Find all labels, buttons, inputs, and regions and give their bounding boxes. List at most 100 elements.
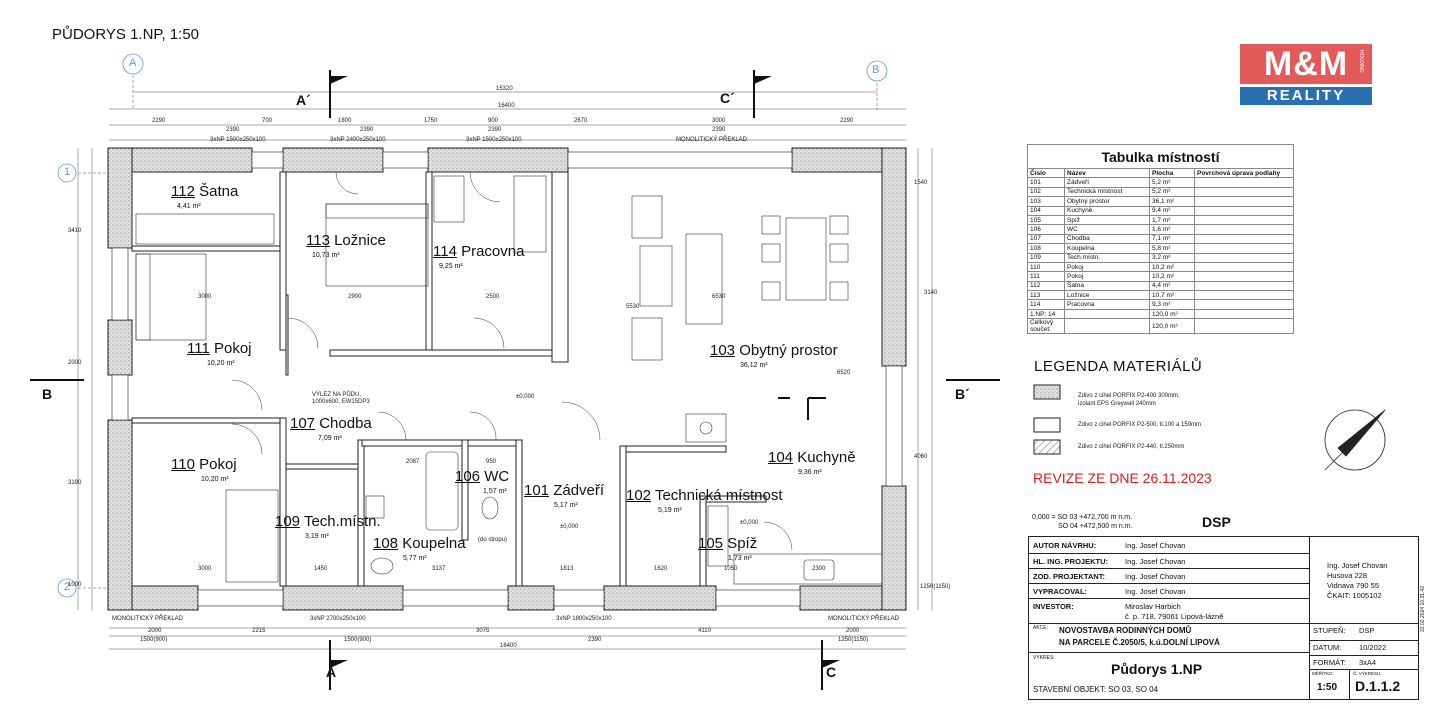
- section-mark-c-top: C´: [720, 90, 735, 106]
- dim-int-1: 3000: [198, 294, 212, 300]
- opening-top-2: 3xNP 2400x250x100: [330, 137, 386, 143]
- room-table-cell: [1194, 280, 1294, 292]
- title-block: AUTOR NÁVRHU: Ing. Josef Chovan HL. ING.…: [1028, 536, 1419, 700]
- dim-top-3: 1800: [338, 118, 352, 124]
- tb-inv-label: INVESTOR:: [1033, 602, 1074, 611]
- room-table-cell: 7,1 m²: [1149, 233, 1195, 245]
- north-arrow: [1324, 409, 1386, 471]
- mm-reality-logo: M&M REALITY HOLDING: [1240, 44, 1372, 106]
- opening-top-3: 3xNP 1500x250x100: [466, 137, 522, 143]
- opening-bottom-2: 3xNP 2700x250x100: [310, 616, 366, 622]
- sheet-title: PŮDORYS 1.NP, 1:50: [52, 26, 200, 43]
- opening-bottom-1: MONOLITICKÝ PŘEKLAD: [112, 616, 184, 622]
- dim-int-15: 6520: [837, 370, 851, 376]
- dim-left-3: 3190: [68, 480, 82, 486]
- room-table-cell: [1194, 252, 1294, 263]
- tb-inv-1: Miroslav Harbich: [1125, 602, 1181, 611]
- room-table-cell: 120,0 m²: [1149, 308, 1195, 320]
- sofa: [513, 175, 547, 253]
- room-table-cell: 101: [1027, 177, 1065, 188]
- grid-axis-b: B: [872, 64, 880, 76]
- tb-format: 3xA4: [1359, 658, 1377, 667]
- tb-format-label: FORMÁT:: [1313, 658, 1346, 667]
- tb-addr-1: Ing. Josef Chovan: [1327, 561, 1388, 570]
- dim-int-4: 6530: [712, 294, 726, 300]
- tb-hip-label: HL. ING. PROJEKTU:: [1033, 557, 1109, 566]
- room-table-cell: 120,0 m²: [1149, 318, 1195, 335]
- room-table-cell: [1194, 271, 1294, 282]
- room-table-cell: 109: [1027, 252, 1065, 263]
- furniture: [135, 175, 883, 585]
- room-table-cell: 114: [1027, 299, 1065, 310]
- dim-top-sub-4: 2390: [712, 127, 726, 133]
- dim-overall-inner: 15320: [496, 86, 513, 92]
- grid-axis-2: 2: [64, 581, 71, 593]
- room-table-cell: Chodba: [1064, 233, 1150, 245]
- room-table-cell: Tech.místn.: [1064, 252, 1150, 263]
- wardrobe-shatna: [135, 213, 275, 245]
- section-mark-b-right: B´: [955, 386, 970, 402]
- room-table-cell: 1,6 m²: [1149, 224, 1195, 235]
- room-table-cell: [1194, 261, 1294, 273]
- level-mark-1: ±0,000: [516, 394, 535, 400]
- dim-top-sub-2: 2390: [360, 127, 374, 133]
- room-table-cell: 10,7 m²: [1149, 290, 1195, 301]
- section-mark-b-left: B: [42, 386, 53, 402]
- tb-meritko: 1:50: [1317, 682, 1338, 693]
- room-table-cell: 1.NP: 14: [1027, 308, 1065, 320]
- tb-inv-2: č. p. 718, 79061 Lipová-lázně: [1125, 612, 1224, 621]
- room-table-cell: Obytný prostor: [1064, 196, 1150, 207]
- room-table-cell: WC: [1064, 224, 1150, 235]
- legend-item-1: Zdivo z cihel PORFIX P2-400 300mm, izola…: [1078, 393, 1180, 408]
- room-table-cell: [1064, 318, 1150, 335]
- grid-axis-bubbles: [57, 53, 888, 598]
- dim-int-11: 2300: [812, 566, 826, 572]
- section-mark-a-top: A´: [296, 92, 311, 108]
- tb-hip: Ing. Josef Chovan: [1125, 557, 1186, 566]
- dim-top-4: 1750: [424, 118, 438, 124]
- dim-top-5: 900: [488, 118, 499, 124]
- legend-item-3: Zdivo z cihel PORFIX P2-440, tl.250mm: [1078, 444, 1185, 450]
- room-table-cell: Zádveří: [1064, 177, 1150, 188]
- dim-bottom-sub-3: 2390: [588, 637, 602, 643]
- room-table-cell: 36,1 m²: [1149, 196, 1195, 207]
- dim-bottom-5: 2000: [846, 628, 860, 634]
- room-table-cell: 103: [1027, 196, 1065, 207]
- room-table-cell: 10,2 m²: [1149, 261, 1195, 273]
- tb-zod: Ing. Josef Chovan: [1125, 572, 1186, 581]
- armchair-1: [631, 195, 663, 239]
- bed-pokoj-111: [135, 253, 207, 341]
- tb-addr-4: ČKAIT: 1005102: [1327, 591, 1382, 600]
- kitchen-sink: [803, 559, 835, 581]
- room-table-cell: Šatna: [1064, 280, 1150, 292]
- grid-axis-1: 1: [64, 166, 71, 178]
- dining-table: [785, 217, 827, 301]
- tb-datum-label: DATUM:: [1313, 643, 1342, 652]
- room-table-cell: [1194, 299, 1294, 310]
- room-table-cell: 111: [1027, 271, 1065, 282]
- window-openings: [111, 151, 903, 607]
- room-table-cell: 107: [1027, 233, 1065, 245]
- dim-right-1: 1540: [914, 180, 928, 186]
- section-mark-a-bottom: A: [326, 664, 337, 680]
- tb-vykres-label: VÝKRES:: [1033, 655, 1055, 661]
- tb-autor-label: AUTOR NÁVRHU:: [1033, 541, 1097, 550]
- grid-axis-2-bubble: [57, 578, 77, 598]
- dim-top-sub-1: 2390: [226, 127, 240, 133]
- door-swings: [231, 171, 793, 551]
- room-table-row: 1.NP: 14 120,0 m²: [1027, 308, 1294, 320]
- dim-top-2: 700: [262, 118, 273, 124]
- room-table-cell: [1194, 186, 1294, 198]
- grid-axis-a: A: [129, 57, 137, 69]
- room-table-cell: 112: [1027, 280, 1065, 292]
- dsp-label: DSP: [1202, 514, 1231, 530]
- level-mark-3: ±0,000: [740, 520, 759, 526]
- dim-bottom-sub-1: 1500(900): [140, 637, 168, 643]
